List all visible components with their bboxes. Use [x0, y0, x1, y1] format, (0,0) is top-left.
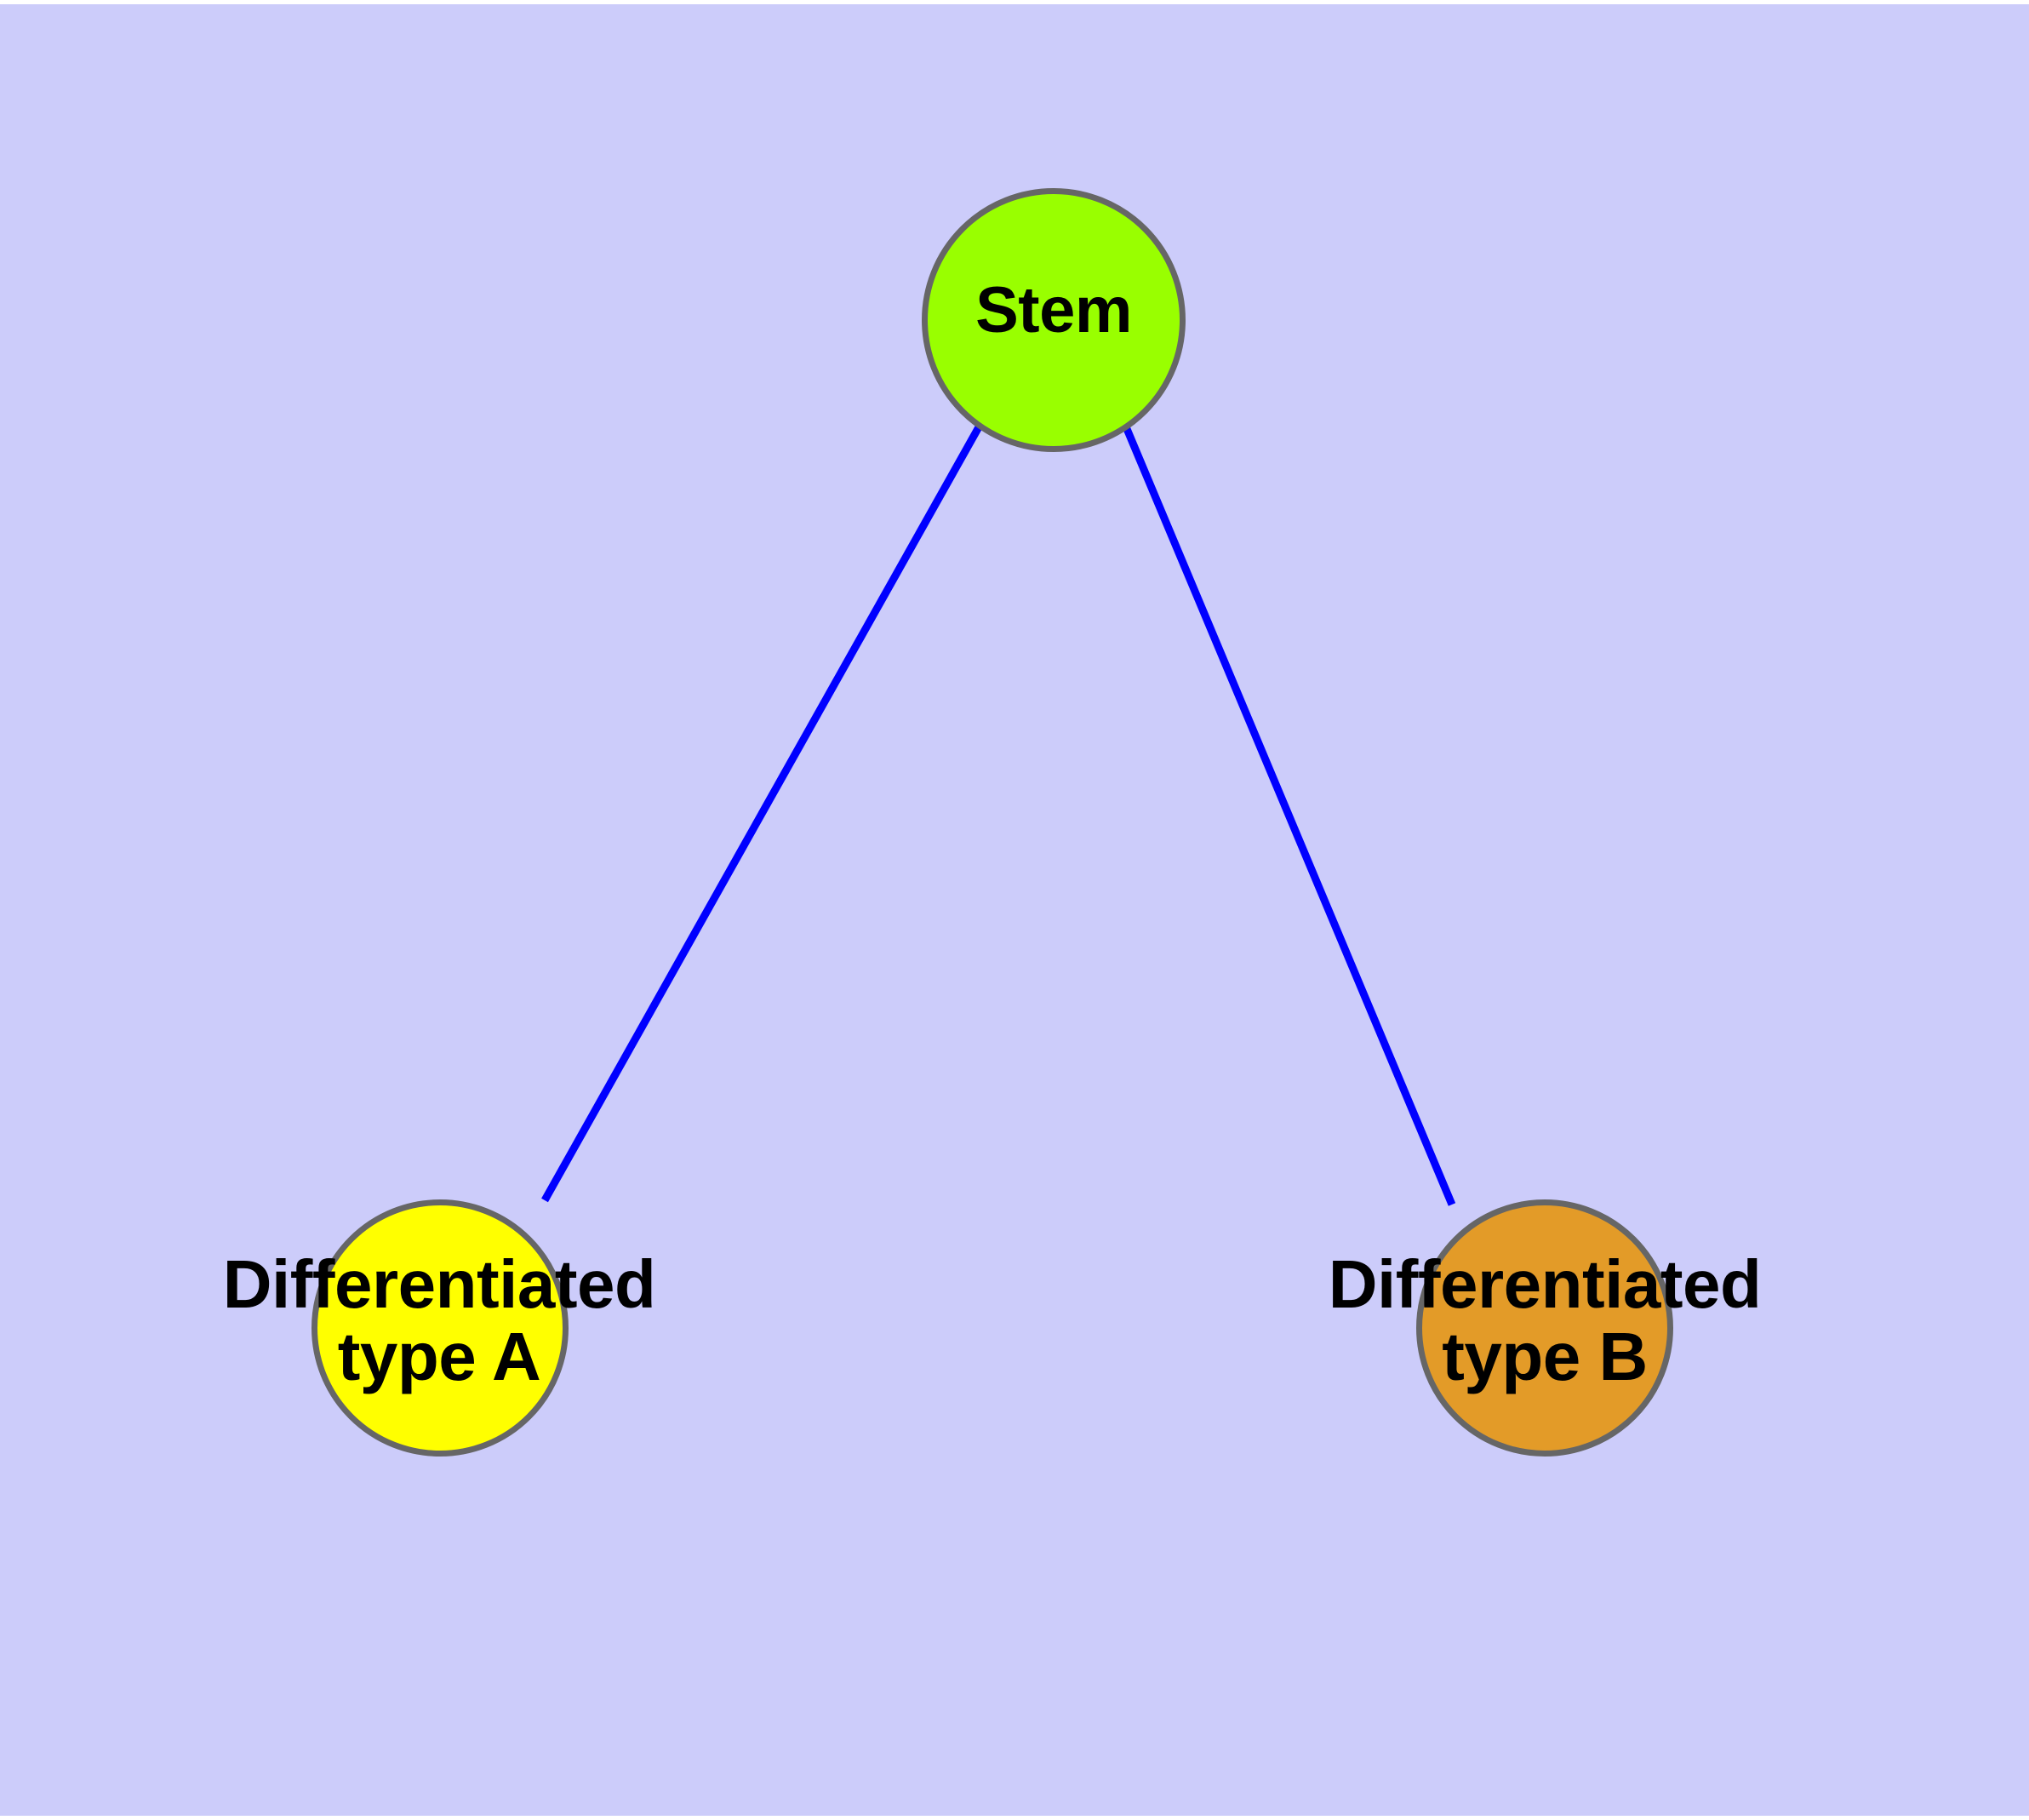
node-stem[interactable] — [922, 188, 1186, 452]
node-stem-label: Stem — [975, 274, 1132, 346]
graph-plot-area: Stem Differentiated type A Differentiate… — [0, 4, 2029, 1816]
edge-stem-to-differentiated-type-a — [541, 423, 983, 1203]
node-differentiated-type-a[interactable] — [311, 1199, 569, 1457]
edge-layer — [541, 423, 1456, 1206]
node-differentiated-type-a-label: Differentiated type A — [222, 1246, 656, 1394]
node-differentiated-type-b[interactable] — [1416, 1199, 1673, 1457]
node-differentiated-type-b-label: Differentiated type B — [1328, 1246, 1762, 1394]
edge-stem-to-differentiated-type-b — [1121, 423, 1456, 1206]
